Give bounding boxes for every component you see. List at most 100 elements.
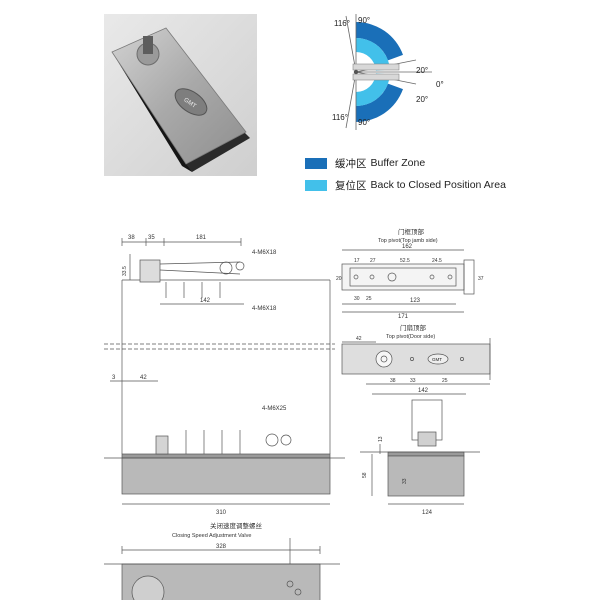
valve-screw-1 [286, 580, 294, 588]
label-20-top: 20° [416, 66, 428, 75]
top-pivot-door-title-en: Top pivot(Door side) [386, 334, 435, 340]
dim-42-door: 42 [356, 336, 362, 342]
label-90-top: 90° [358, 16, 370, 25]
spindle-end [417, 431, 437, 447]
jamb-hole-4 [447, 274, 453, 280]
spindle-plan [131, 575, 165, 605]
valve-title-zh: 关闭速度调整螺丝 [210, 521, 263, 530]
jamb-hole-1 [353, 274, 359, 280]
jamb-hole-2 [369, 274, 375, 280]
pivot-center [353, 69, 359, 75]
door-leaf-bottom [352, 73, 400, 81]
spindle-side [155, 435, 169, 455]
legend-return-zone: 复位区 Back to Closed Position Area [305, 178, 506, 192]
door-pivot-pin [380, 355, 388, 363]
top-pivot-jamb-plate [341, 249, 475, 313]
dim-25-door: 25 [442, 378, 448, 384]
axis-116-bottom [345, 71, 357, 129]
buffer-wedge-upper [356, 22, 403, 61]
dim-33-door: 33 [410, 378, 416, 384]
adjust-valve-side [265, 433, 279, 447]
door-plate-outline [341, 343, 491, 375]
angle-wedges [356, 22, 403, 122]
dim-142-side: 142 [200, 298, 211, 304]
adjust-valve-side-2 [280, 434, 292, 446]
dim-37: 37 [478, 276, 484, 282]
dim-38-door: 38 [390, 378, 396, 384]
dim-38: 38 [128, 235, 135, 241]
label-116-top: 116° [334, 19, 350, 28]
jamb-hole-3 [429, 274, 435, 280]
label-20-bottom: 20° [416, 95, 428, 104]
dim-310: 310 [216, 510, 227, 516]
return-zone-swatch [305, 179, 327, 191]
dim-142-door: 142 [418, 388, 429, 394]
jamb-end-block [463, 259, 475, 295]
buffer-zone-swatch [305, 157, 327, 169]
return-wedge-lower [356, 73, 390, 106]
screw-top-label: 4-M6X18 [252, 250, 277, 256]
dim-35: 35 [148, 235, 155, 241]
axis-116-top [345, 15, 357, 73]
end-view [360, 399, 480, 505]
dim-162: 162 [402, 244, 413, 250]
door-pivot-socket [375, 350, 393, 368]
side-view [104, 238, 345, 505]
dim-124: 124 [422, 510, 433, 516]
plan-view [104, 538, 340, 605]
door-brand-plate [427, 353, 449, 365]
return-zone-label-zh: 复位区 [335, 179, 367, 192]
valve-title-en: Closing Speed Adjustment Valve [172, 533, 251, 539]
top-pivot-jamb-title-en: Top pivot(Top jamb side) [378, 238, 438, 244]
arm-end [235, 261, 245, 271]
dim-52-5: 52.5 [400, 258, 410, 264]
valve-screw-2 [294, 588, 302, 596]
closer-body-side-view [121, 457, 331, 495]
screw-mid-label: 4-M6X18 [252, 306, 277, 312]
dim-171: 171 [398, 314, 409, 320]
door-plate-text: GMT [432, 357, 442, 362]
brand-plate [174, 88, 208, 116]
dim-13: 13 [378, 436, 384, 442]
screw-low-label: 4-M6X25 [262, 406, 287, 412]
floor-plate [121, 453, 331, 459]
dim-328: 328 [216, 544, 227, 550]
product-photo: GMT [104, 14, 257, 176]
dim-33-5: 33.5 [122, 266, 128, 276]
jamb-pivot-hole [387, 272, 397, 282]
label-116-bottom: 116° [332, 113, 348, 122]
spindle [143, 36, 153, 54]
arm-bottom [159, 269, 241, 275]
legend-buffer-zone: 缓冲区 Buffer Zone [305, 156, 425, 170]
dim-27: 27 [370, 258, 376, 264]
dim-33-end: 33 [402, 478, 408, 484]
dim-30: 30 [354, 296, 360, 302]
buffer-zone-label-en: Buffer Zone [370, 157, 426, 169]
label-90-bottom: 90° [358, 118, 370, 127]
buffer-wedge-lower [356, 83, 403, 122]
door-hole-2 [460, 357, 464, 361]
return-zone-label-en: Back to Closed Position Area [370, 179, 506, 191]
jamb-plate-inner [349, 267, 457, 287]
door-hole-1 [410, 357, 414, 361]
top-pivot-door-title-zh: 门扇顶部 [400, 323, 427, 332]
dim-24-5: 24.5 [432, 258, 442, 264]
top-pivot-jamb-title-zh: 门框顶部 [398, 227, 425, 236]
closer-body-front [186, 132, 250, 172]
arm-joint [219, 261, 233, 275]
dim-123: 123 [410, 298, 421, 304]
dim-17: 17 [354, 258, 360, 264]
dim-25-jamb: 25 [366, 296, 372, 302]
return-wedge-upper [356, 38, 390, 71]
angle-diagram: 116° 90° 20° 0° 20° 116° 90° [298, 8, 498, 136]
door-leaf-top [352, 63, 400, 71]
label-0: 0° [436, 80, 444, 89]
buffer-zone-label-zh: 缓冲区 [335, 157, 367, 170]
dim-20: 20 [336, 276, 342, 282]
closer-body-end [387, 455, 465, 497]
top-pivot-side [139, 259, 161, 283]
top-pivot-door-plate [341, 338, 491, 395]
end-floor-plate [387, 451, 465, 457]
dim-3: 3 [112, 375, 116, 381]
dim-42-side: 42 [140, 375, 147, 381]
